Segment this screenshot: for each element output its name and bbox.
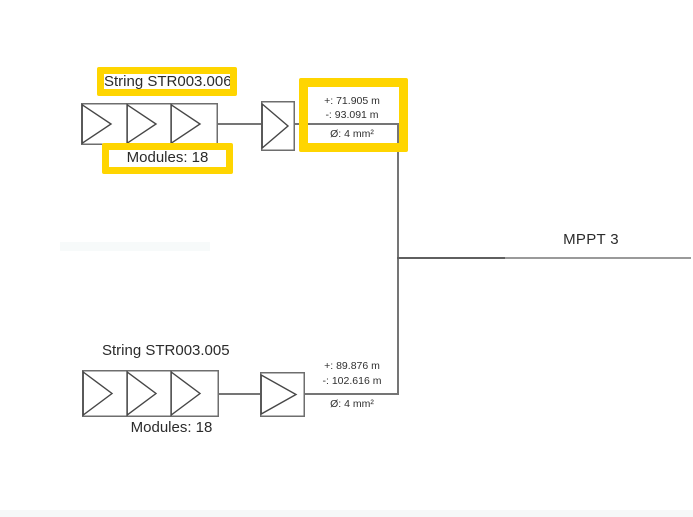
cable-length-plus-label-bottom: +: 89.876 m [324,360,380,372]
highlight-box-modules-count [102,143,233,174]
pv-module-icon [170,103,202,145]
cable-length-plus-label-top: +: 71.905 m [324,95,380,107]
cable-length-minus-label-bottom: -: 102.616 m [322,375,382,387]
connector-triangle-icon [260,373,298,416]
highlight-box-cable-info [299,78,408,152]
cable-length-minus-label-top: -: 93.091 m [325,109,379,121]
background-smudge [60,242,210,251]
connector-triangle-icon [261,102,290,150]
dc-wire-bottom-connector-to-bus [305,393,399,395]
pv-module-icon [126,103,158,145]
dc-wire-top-connector-to-bus [295,123,399,125]
pv-module-icon [170,370,202,417]
modules-count-label-bottom: Modules: 18 [130,419,213,436]
string-connector-symbol-bottom [260,372,305,417]
pv-module-array-symbol-bottom [82,370,219,417]
mppt-label: MPPT 3 [563,231,619,248]
pv-module-array-symbol-top [81,103,218,145]
mppt-bus-line [397,123,399,395]
cable-cross-section-label-top: Ø: 4 mm² [330,128,374,140]
highlight-box-string-name [97,67,237,96]
mppt-connection-line-right [505,257,691,259]
pv-module-icon [82,370,114,417]
window-bottom-edge [0,510,693,517]
modules-count-label-top: Modules: 18 [126,149,209,166]
string-name-label-top: String STR003.006 [104,73,232,90]
string-connector-symbol-top [261,101,295,151]
mppt-connection-line-left [397,257,505,259]
string-name-label-bottom: String STR003.005 [102,342,230,359]
pv-module-icon [126,370,158,417]
cable-cross-section-label-bottom: Ø: 4 mm² [330,398,374,410]
dc-wire-bottom-array-to-connector [218,393,260,395]
dc-wire-top-array-to-connector [217,123,261,125]
pv-module-icon [81,103,113,145]
